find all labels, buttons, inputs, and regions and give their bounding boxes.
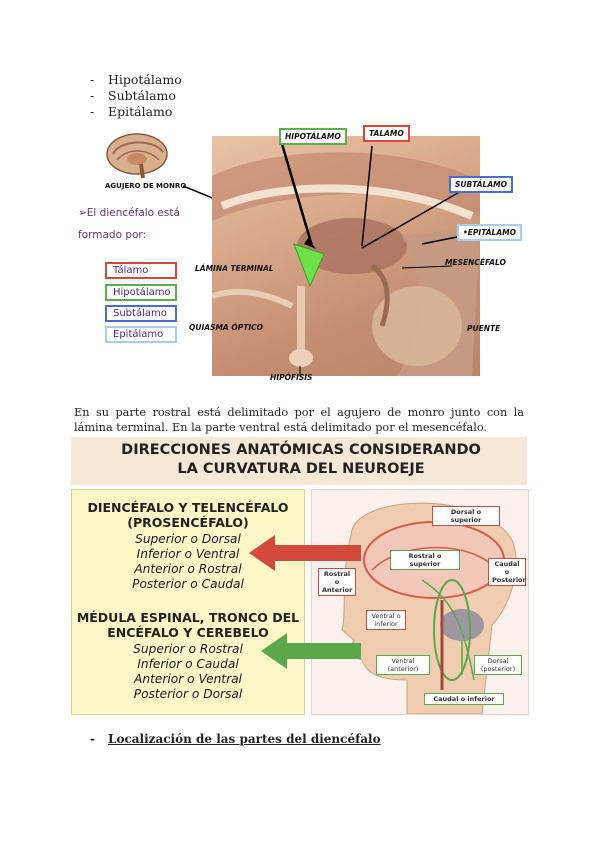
title-line: LA CURVATURA DEL NEUROEJE	[177, 461, 425, 477]
diencephalon-figure: AGUJERO DE MONRO ➢El diencéfalo está for…	[75, 125, 525, 383]
legend-label: Epitálamo	[113, 329, 164, 340]
bullet-dash: -	[90, 104, 95, 119]
legend-hipotalamo: Hipotálamo	[105, 284, 177, 301]
legend-epitalamo: Epitálamo	[105, 326, 177, 343]
sagittal-section-image	[212, 136, 480, 376]
bullet-dash: -	[90, 72, 95, 87]
prosencephalon-group: DIENCÉFALO Y TELENCÉFALO (PROSENCÉFALO) …	[72, 500, 304, 592]
formado-por-text: ➢El diencéfalo está formado por:	[78, 207, 180, 241]
brain-thumbnail-icon	[106, 133, 168, 179]
direction-item: Anterior o Ventral	[134, 672, 242, 686]
green-arrow-icon	[261, 633, 361, 669]
list-item: -Epitálamo	[90, 104, 182, 120]
intro-list: -Hipotálamo -Subtálamo -Epitálamo	[90, 72, 182, 120]
agujero-monro-label: AGUJERO DE MONRO	[105, 182, 187, 190]
legend-label: Tálamo	[113, 265, 149, 276]
dorsal-superior-box: Dorsal o superior	[432, 506, 500, 526]
red-arrow-icon	[249, 535, 361, 571]
bullet-dash: -	[90, 88, 95, 103]
talamo-label: TALAMO	[363, 125, 410, 142]
lamina-terminal-label: LÁMINA TERMINAL	[195, 264, 274, 273]
group-heading: (PROSENCÉFALO)	[127, 515, 249, 530]
list-item: -Hipotálamo	[90, 72, 182, 88]
directions-textbox: DIENCÉFALO Y TELENCÉFALO (PROSENCÉFALO) …	[71, 489, 305, 715]
legend-subtalamo: Subtálamo	[105, 305, 177, 322]
description-paragraph: En su parte rostral está delimitado por …	[74, 406, 524, 434]
ventral-inferior-box: Ventral o inferior	[366, 610, 406, 630]
bullet-dash: -	[90, 732, 95, 746]
figure-header	[71, 437, 527, 485]
head-illustration-panel: Dorsal o superior Rostral o superior Ros…	[311, 489, 529, 715]
hipofisis-label: HIPÓFISIS	[270, 373, 313, 382]
direction-item: Anterior o Rostral	[134, 562, 242, 576]
list-item-text: Hipotálamo	[108, 72, 182, 87]
group-heading: MÉDULA ESPINAL, TRONCO DEL	[76, 610, 300, 625]
brain-section-illustration	[212, 143, 480, 376]
quiasma-optico-label: QUIASMA ÓPTICO	[189, 323, 264, 332]
mesencefalo-label: MESENCÉFALO	[445, 258, 506, 267]
brainstem-group: MÉDULA ESPINAL, TRONCO DEL ENCÉFALO Y CE…	[72, 610, 304, 702]
heading-text: Localización de las partes del diencéfal…	[108, 732, 381, 746]
title-line: DIRECCIONES ANATÓMICAS CONSIDERANDO	[121, 442, 481, 458]
direction-item: Superior o Dorsal	[135, 532, 241, 546]
caudal-posterior-box: Caudal o Posterior	[488, 558, 526, 586]
list-item-text: Epitálamo	[108, 104, 173, 119]
ventral-anterior-box: Ventral (anterior)	[376, 655, 430, 675]
group-heading: DIENCÉFALO Y TELENCÉFALO	[87, 500, 289, 515]
legend-talamo: Tálamo	[105, 262, 177, 279]
direction-item: Superior o Rostral	[133, 642, 243, 656]
list-item: -Subtálamo	[90, 88, 182, 104]
direction-item: Posterior o Dorsal	[133, 687, 243, 701]
figure-title: DIRECCIONES ANATÓMICAS CONSIDERANDO LA C…	[81, 441, 521, 479]
epitalamo-label: •EPITÁLAMO	[457, 224, 522, 241]
group-heading: ENCÉFALO Y CEREBELO	[107, 625, 269, 640]
subtalamo-label: SUBTÁLAMO	[449, 176, 513, 193]
legend-label: Hipotálamo	[113, 287, 171, 298]
direction-item: Inferior o Ventral	[136, 547, 240, 561]
localizacion-heading: -Localización de las partes del diencéfa…	[90, 732, 381, 746]
rostral-superior-box: Rostral o superior	[390, 550, 460, 570]
rostral-anterior-box: Rostral o Anterior	[318, 568, 356, 596]
legend-label: Subtálamo	[113, 308, 167, 319]
dorsal-posterior-box: Dorsal (posterior)	[474, 655, 522, 675]
directions-figure: DIRECCIONES ANATÓMICAS CONSIDERANDO LA C…	[71, 437, 529, 715]
direction-item: Inferior o Caudal	[137, 657, 239, 671]
puente-label: PUENTE	[467, 324, 501, 333]
hipotalamo-label: HIPOTÁLAMO	[279, 128, 347, 145]
direction-item: Posterior o Caudal	[132, 577, 244, 591]
caudal-inferior-box: Caudal o inferior	[424, 693, 504, 705]
list-item-text: Subtálamo	[108, 88, 176, 103]
